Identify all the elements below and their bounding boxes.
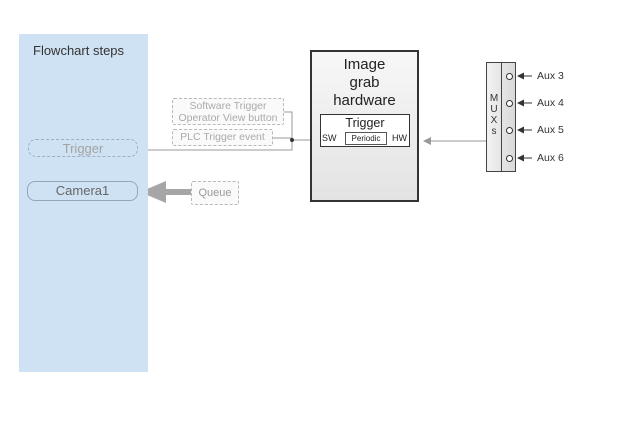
queue-arrow-head <box>140 181 166 203</box>
mux-label: M U X s <box>487 93 501 137</box>
aux4-port-dot[interactable] <box>506 100 513 107</box>
mux-divider <box>501 63 502 171</box>
operator-view-label: Operator View button <box>178 112 278 124</box>
trigger-sw-input: SW <box>322 133 337 143</box>
aux3-label: Aux 3 <box>537 70 564 82</box>
aux4-label: Aux 4 <box>537 97 564 109</box>
trigger-hw-input: HW <box>392 133 407 143</box>
mux-block[interactable]: M U X s <box>486 62 516 172</box>
software-trigger-label: Software Trigger <box>189 100 267 112</box>
flowchart-title: Flowchart steps <box>33 43 125 58</box>
aux5-port-dot[interactable] <box>506 127 513 134</box>
hardware-title: Image grab hardware <box>312 56 417 110</box>
step-trigger[interactable]: Trigger <box>28 139 138 157</box>
trigger-title: Trigger <box>345 116 385 130</box>
mux-letter: s <box>491 126 497 137</box>
mux-letter: M <box>489 93 499 104</box>
trigger-connector <box>138 139 318 151</box>
hardware-title-line: hardware <box>333 92 396 109</box>
trigger-block[interactable]: Trigger SW Periodic HW <box>320 114 410 147</box>
queue-source[interactable]: Queue <box>191 181 239 205</box>
hardware-title-line: Image <box>343 56 386 73</box>
step-camera1[interactable]: Camera1 <box>27 181 138 201</box>
software-trigger-source[interactable]: Software Trigger Operator View button <box>172 98 284 125</box>
mux-letter: X <box>490 115 498 126</box>
mux-letter: U <box>490 104 498 115</box>
aux5-label: Aux 5 <box>537 124 564 136</box>
aux3-port-dot[interactable] <box>506 73 513 80</box>
junction-dot <box>290 138 294 142</box>
trigger-periodic-option[interactable]: Periodic <box>345 132 387 145</box>
aux6-port-dot[interactable] <box>506 155 513 162</box>
software-trigger-connector <box>284 111 293 140</box>
image-grab-hardware-block[interactable]: Image grab hardware Trigger SW Periodic … <box>310 50 419 202</box>
hardware-title-line: grab <box>349 74 380 91</box>
plc-trigger-source[interactable]: PLC Trigger event <box>172 129 273 146</box>
aux6-label: Aux 6 <box>537 152 564 164</box>
flowchart-steps-panel: Flowchart steps Trigger Camera1 <box>19 34 148 372</box>
